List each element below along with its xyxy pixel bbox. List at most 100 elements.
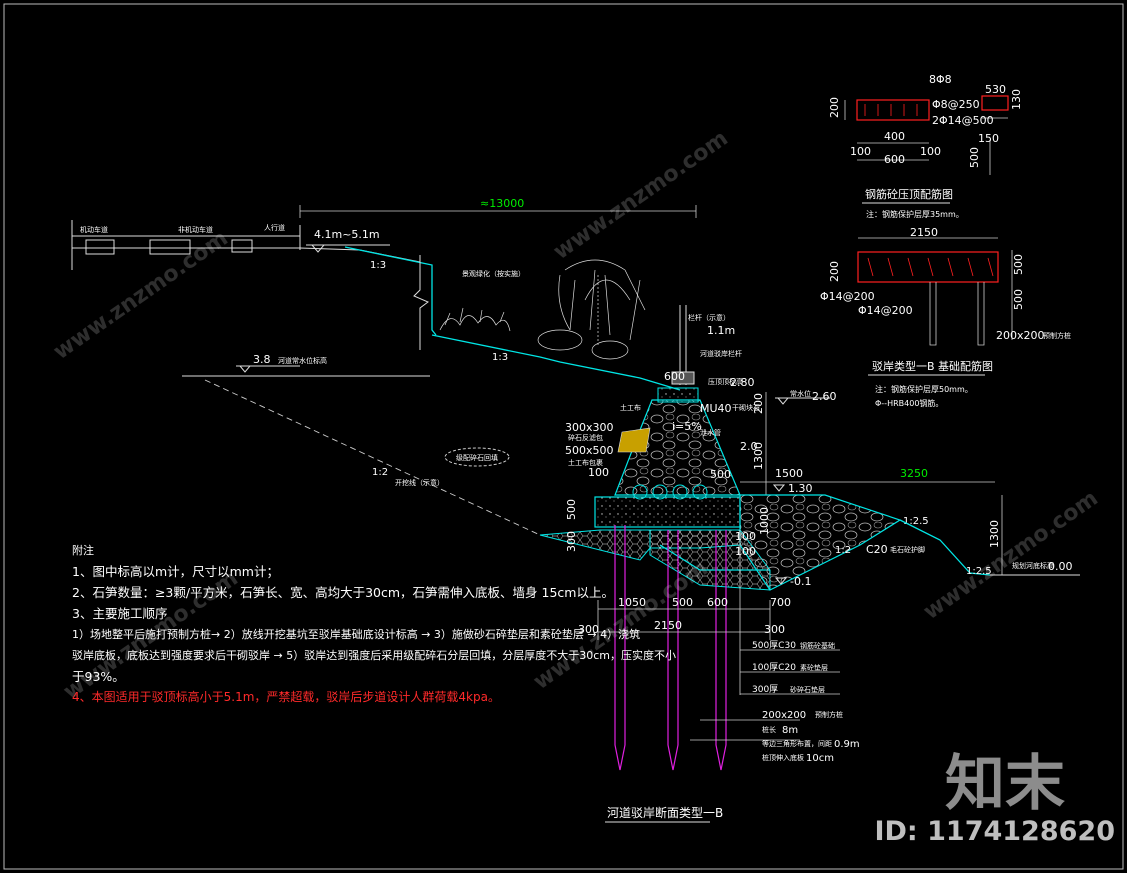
slope-1-2: 1:2 — [372, 467, 388, 478]
cap-d8a: 8Φ8 — [929, 73, 952, 86]
precast-piles — [614, 525, 727, 771]
water-level-left — [182, 365, 430, 377]
pile-len: 8m — [782, 725, 798, 736]
note-1: 1、图中标高以m计，尺寸以mm计； — [72, 564, 279, 579]
pile-size: 200x200 — [762, 710, 806, 721]
dim-1300-wall: 1300 — [752, 442, 765, 470]
cap-d100l: 100 — [850, 145, 871, 158]
retaining-wall — [614, 387, 741, 500]
pile-embed: 10cm — [806, 753, 834, 764]
dim-200-wall: 200 — [752, 393, 765, 414]
filter-label: 碎石反滤包 — [568, 433, 603, 442]
dim-300-bot-left: 300 — [578, 623, 599, 636]
dim-2-0: 2.0 — [740, 440, 758, 453]
elev-marker-260 — [775, 397, 830, 405]
planting-label: 景观绿化（按实施） — [462, 269, 525, 278]
elev-2-80: 2.80 — [730, 376, 755, 389]
excavation-slope-dashed — [204, 379, 541, 536]
cap-title: 钢筋砼压顶配筋图 — [865, 187, 953, 201]
c20-label: C20 — [866, 543, 888, 556]
upper-slope-line — [344, 246, 437, 336]
dim-3250: 3250 — [900, 467, 928, 480]
dim-300x300: 300x300 — [565, 421, 614, 434]
water-level-label: 河道常水位标高 — [278, 356, 327, 365]
elev-marker-130 — [772, 484, 786, 492]
dim-600-bot: 600 — [707, 596, 728, 609]
notes-block: 附注 1、图中标高以m计，尺寸以mm计； 2、石笋数量：≥3颗/平方米，石笋长、… — [72, 540, 676, 708]
dim-500-vert: 500 — [565, 499, 578, 520]
pile-size-desc: 预制方桩 — [815, 710, 843, 719]
drawing-frame — [3, 3, 1124, 870]
cap-d400: 400 — [884, 130, 905, 143]
watermark-brand: 知末 — [945, 749, 1065, 819]
slope-1-2-5-bottom: 1:2.5 — [966, 566, 992, 577]
dim-1000-vert: 1000 — [758, 507, 771, 535]
excavation-label: 开挖线（示意） — [395, 478, 444, 487]
note-4: 4、本图适用于驳顶标高小于5.1m，严禁超载，驳岸后步道设计人群荷载4kpa。 — [72, 690, 500, 704]
section-title: 河道驳岸断面类型一B — [607, 805, 723, 820]
dim-300-bot-right: 300 — [764, 623, 785, 636]
layer-1-desc: 钢筋砼基础 — [800, 641, 835, 650]
elev-marker-m01 — [774, 577, 788, 585]
svg-text:机动车道: 机动车道 — [80, 225, 108, 234]
elev-2-60: 2.60 — [812, 390, 837, 403]
dim-500-left: 500 — [710, 468, 731, 481]
dim-1-1m: 1.1m — [707, 324, 735, 337]
svg-text:www.znzmo.com: www.znzmo.com — [49, 226, 233, 365]
layer-2: 100厚C20 — [752, 662, 796, 673]
cap-d100r: 100 — [920, 145, 941, 158]
cap-note: 注：钢筋保护层厚35mm。 — [866, 209, 964, 219]
base-d500a: 500 — [1012, 254, 1025, 275]
pile-spacing-label: 等边三角形布置，间距 — [762, 739, 832, 748]
water-level-right-label: 常水位 — [790, 389, 811, 398]
pile-len-label: 桩长 — [762, 725, 776, 734]
dim-1500: 1500 — [775, 467, 803, 480]
slope-1-2-right: 1:2 — [835, 545, 851, 556]
pile-embed-label: 桩顶伸入底板 — [762, 753, 804, 762]
base-note1: 注：钢筋保护层厚50mm。 — [875, 384, 973, 394]
cap-d530: 530 — [985, 83, 1006, 96]
dim-1300-right: 1300 — [988, 520, 1001, 548]
svg-text:www.znzmo.com: www.znzmo.com — [549, 126, 733, 265]
cap-d8b: Φ8@250 — [932, 98, 980, 111]
slope-1-3-lower: 1:3 — [492, 352, 508, 363]
mu40-desc: 干砌块石 — [732, 403, 760, 412]
cap-d200: 200 — [828, 97, 841, 118]
right-bank-slope — [899, 519, 991, 576]
svg-text:非机动车道: 非机动车道 — [178, 225, 213, 234]
note-2: 2、石笋数量：≥3颗/平方米，石笋长、宽、高均大于30cm，石笋需伸入底板、墙身… — [72, 585, 614, 600]
watermark-id: ID: 1174128620 — [874, 816, 1115, 847]
layer-2-desc: 素砼垫层 — [800, 663, 828, 672]
notes-heading: 附注 — [72, 544, 94, 557]
drain-label: 泄水管 — [700, 428, 721, 437]
dim-300-vert: 300 — [565, 531, 578, 552]
base-pile-desc: 预制方桩 — [1043, 331, 1071, 340]
dim-100-a: 100 — [735, 530, 756, 543]
elev-top-label: 4.1m~5.1m — [314, 228, 380, 241]
cap-d14: 2Φ14@500 — [932, 114, 994, 127]
elev-1-30: 1.30 — [788, 482, 813, 495]
base-d14a: Φ14@200 — [820, 290, 875, 303]
layer-1: 500厚C30 — [752, 640, 796, 651]
note-3c: 于93%。 — [72, 669, 125, 684]
cap-d150: 150 — [978, 132, 999, 145]
base-title: 驳岸类型一B 基础配筋图 — [872, 359, 993, 373]
dim-100-left: 100 — [588, 466, 609, 479]
pile-spacing: 0.9m — [834, 739, 860, 750]
railing-h-label: 河道驳岸栏杆 — [700, 349, 742, 358]
layer-callouts — [690, 530, 840, 741]
cap-label: 压顶顶标高 — [708, 377, 743, 386]
note-3: 3、主要施工顺序 — [72, 606, 168, 621]
dim-1050: 1050 — [618, 596, 646, 609]
elev-minus-0-1: -0.1 — [790, 575, 811, 588]
backfill-label: 级配碎石回填 — [456, 453, 498, 462]
cap-d600: 600 — [884, 153, 905, 166]
elev-0-00: 0.00 — [1048, 560, 1073, 573]
dim-500-bot: 500 — [672, 596, 693, 609]
top-dimension — [299, 205, 697, 218]
base-d500b: 500 — [1012, 289, 1025, 310]
cap-d500: 500 — [968, 147, 981, 168]
slope-1-3-upper: 1:3 — [370, 260, 386, 271]
base-note2: Φ--HRB400钢筋。 — [875, 398, 943, 408]
